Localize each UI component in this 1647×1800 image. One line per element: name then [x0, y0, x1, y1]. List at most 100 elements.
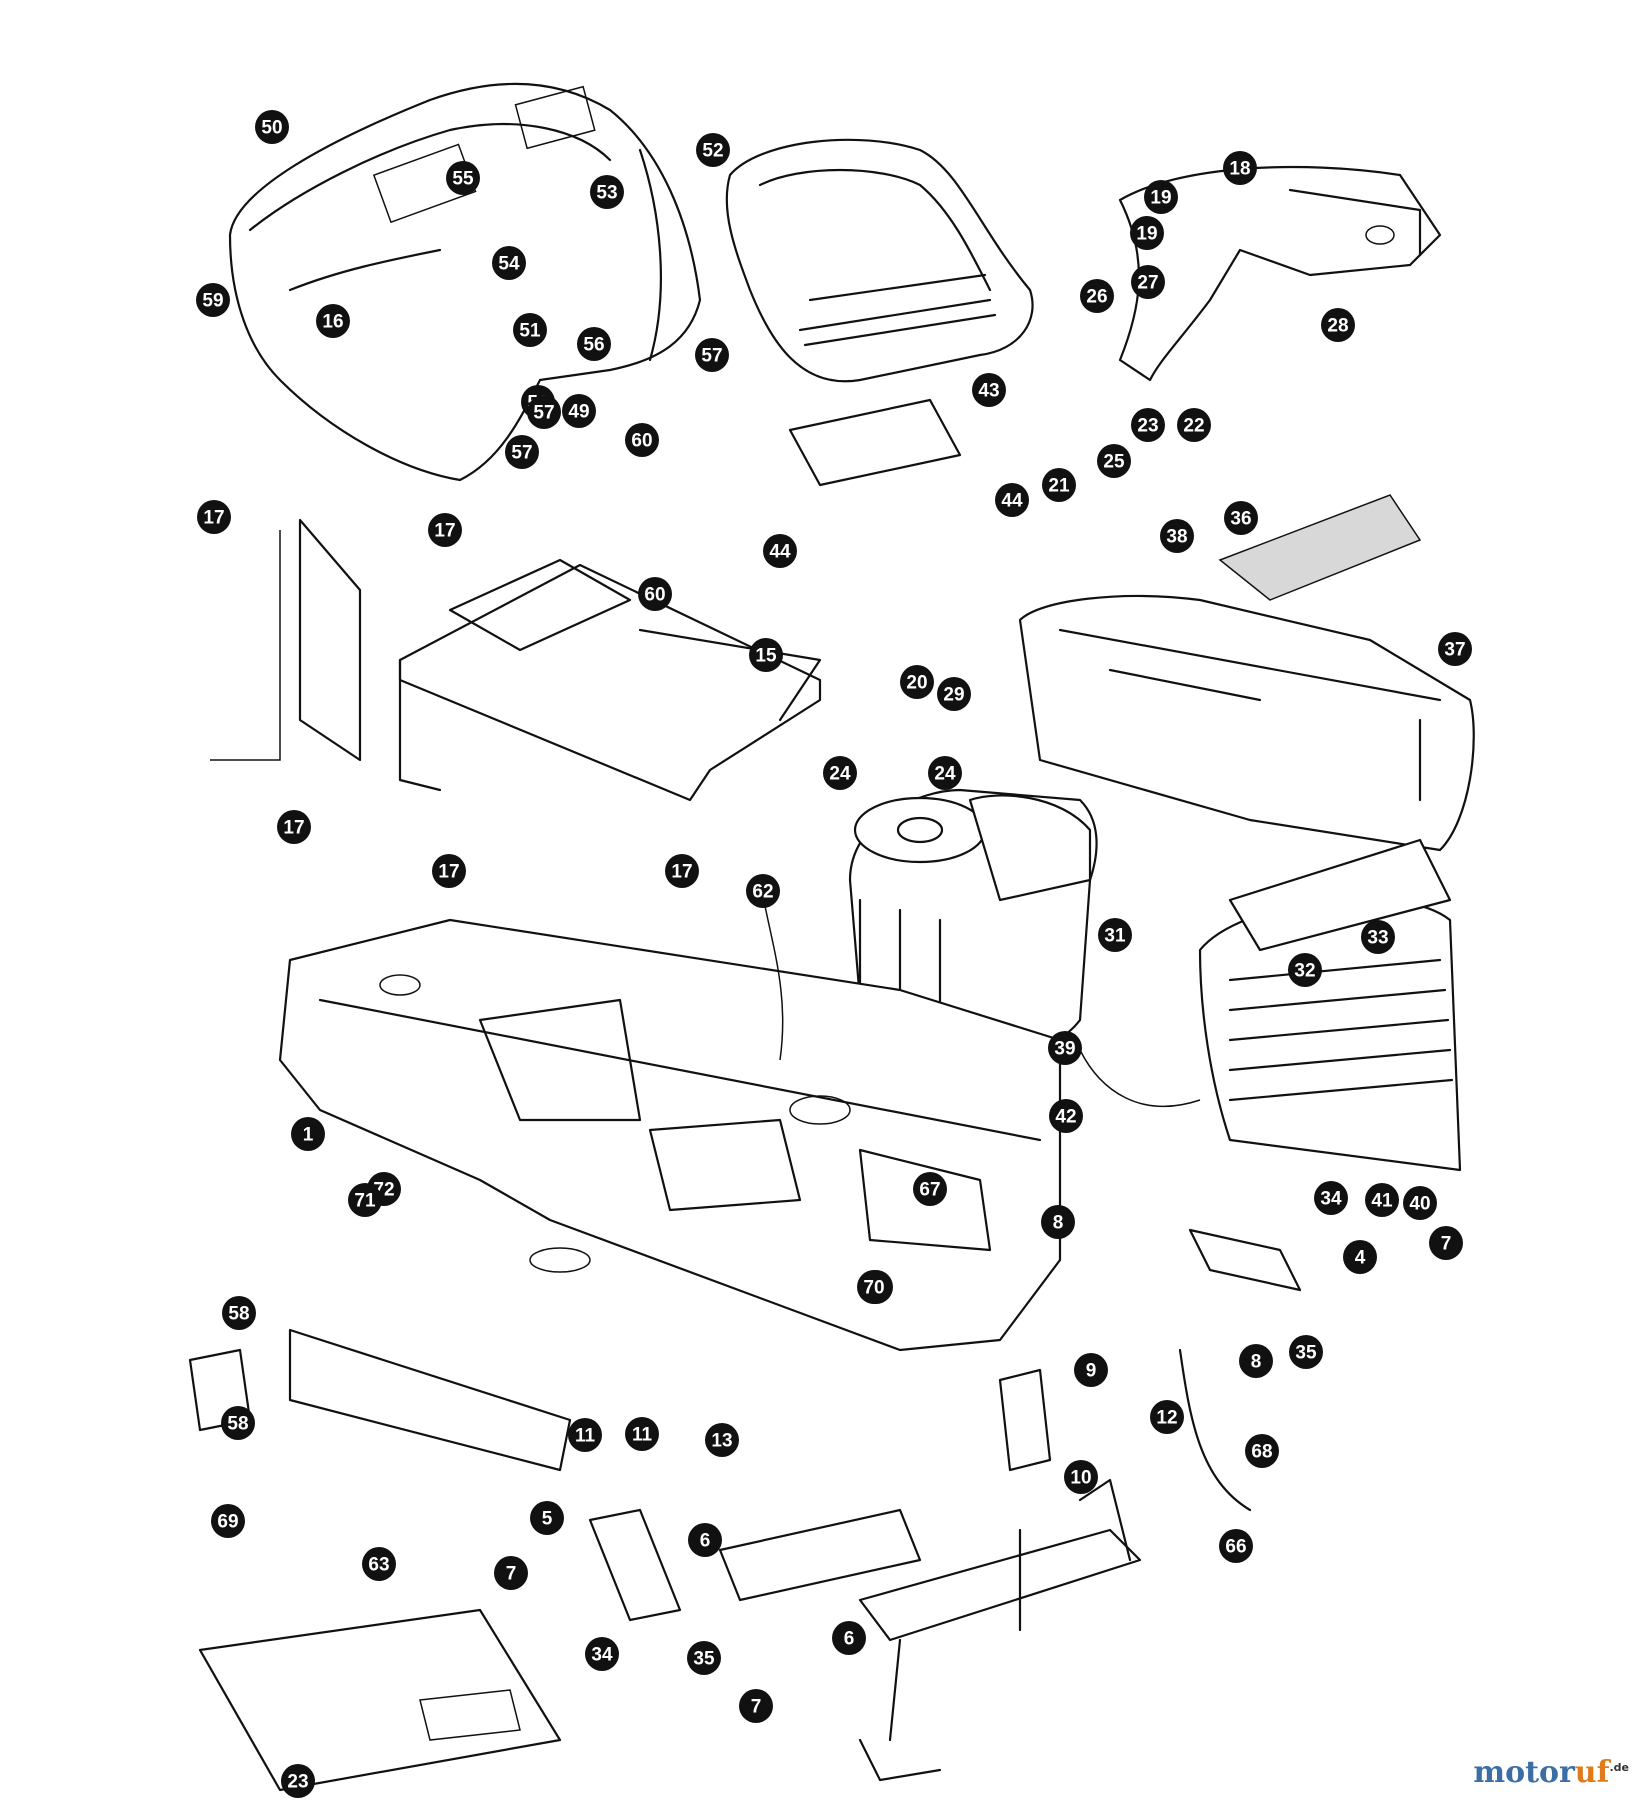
callout-69: 69: [211, 1504, 245, 1538]
callout-number: 57: [701, 346, 722, 367]
callout-circle: [1219, 1529, 1253, 1563]
callout-circle: [832, 1621, 866, 1655]
callout-number: 44: [1001, 491, 1023, 512]
callout-number: 7: [506, 1564, 517, 1585]
callout-circle: [937, 677, 971, 711]
callout-39: 39: [1048, 1031, 1082, 1065]
callout-number: 28: [1327, 316, 1348, 337]
callout-1: 1: [291, 1117, 325, 1151]
callout-circle: [995, 483, 1029, 517]
callout-circle: [739, 1689, 773, 1723]
callout-circle: [1403, 1186, 1437, 1220]
callout-number: 6: [700, 1531, 711, 1552]
callout-7: 7: [739, 1689, 773, 1723]
callout-circle: [1438, 632, 1472, 666]
hood: [1018, 594, 1475, 852]
callout-57: 57: [505, 435, 539, 469]
callout-34: 34: [585, 1637, 619, 1671]
frame-upper: [210, 518, 822, 802]
callout-number: 42: [1055, 1107, 1076, 1128]
callout-57: 57: [527, 395, 561, 429]
brand-orange: uf: [1574, 1755, 1610, 1790]
callout-circle: [688, 1523, 722, 1557]
callout-number: 59: [202, 291, 223, 312]
callout-number: 37: [1444, 640, 1465, 661]
callout-42: 42: [1049, 1099, 1083, 1133]
callout-number: 33: [1367, 928, 1388, 949]
brand-blue: motor: [1473, 1755, 1575, 1790]
callout-circle: [211, 1504, 245, 1538]
callout-circle: [1144, 180, 1178, 214]
callout-number: 56: [583, 335, 604, 356]
callout-29: 29: [937, 677, 971, 711]
callout-circle: [1429, 1226, 1463, 1260]
callout-circle: [972, 373, 1006, 407]
callout-number: 27: [1137, 273, 1158, 294]
seat: [725, 138, 1034, 487]
callout-11: 11: [625, 1417, 659, 1451]
callout-circle: [1048, 1031, 1082, 1065]
callout-15: 15: [749, 638, 783, 672]
callout-37: 37: [1438, 632, 1472, 666]
callout-56: 56: [577, 327, 611, 361]
callout-number: 41: [1371, 1191, 1393, 1212]
callout-circle: [823, 756, 857, 790]
brand-suffix: .de: [1609, 1761, 1629, 1774]
callout-4: 4: [1343, 1240, 1377, 1274]
callout-number: 43: [978, 381, 999, 402]
callout-63: 63: [362, 1547, 396, 1581]
callout-number: 20: [906, 673, 927, 694]
callout-number: 17: [671, 862, 692, 883]
callout-7: 7: [1429, 1226, 1463, 1260]
callout-circle: [1097, 444, 1131, 478]
callout-circle: [568, 1418, 602, 1452]
callout-number: 63: [368, 1555, 389, 1576]
callout-17: 17: [277, 810, 311, 844]
callout-35: 35: [687, 1641, 721, 1675]
callout-10: 10: [1064, 1460, 1098, 1494]
callout-number: 18: [1229, 159, 1250, 180]
callout-54: 54: [492, 246, 526, 280]
callout-number: 57: [533, 403, 554, 424]
callout-number: 11: [575, 1426, 596, 1447]
callout-number: 29: [943, 685, 964, 706]
grille: [1198, 838, 1462, 1172]
callout-number: 60: [644, 585, 665, 606]
callout-number: 5: [542, 1509, 553, 1530]
callout-circle: [1177, 408, 1211, 442]
callout-6: 6: [688, 1523, 722, 1557]
deck-skid: [188, 1328, 572, 1472]
callout-number: 49: [568, 402, 589, 423]
callout-44: 44: [763, 534, 797, 568]
callout-number: 34: [591, 1645, 613, 1666]
callout-number: 35: [1295, 1343, 1317, 1364]
callout-circle: [695, 338, 729, 372]
callout-circle: [446, 161, 480, 195]
callout-28: 28: [1321, 308, 1355, 342]
callout-66: 66: [1219, 1529, 1253, 1563]
callout-21: 21: [1042, 468, 1076, 502]
callout-31: 31: [1098, 918, 1132, 952]
callout-circle: [281, 1764, 315, 1798]
callout-41: 41: [1365, 1183, 1399, 1217]
callout-circle: [913, 1172, 947, 1206]
front-axle: [718, 1348, 1252, 1782]
callout-circle: [221, 1406, 255, 1440]
callout-circle: [1289, 1335, 1323, 1369]
callout-24: 24: [823, 756, 857, 790]
callout-circle: [1074, 1353, 1108, 1387]
foot-mat: [198, 1608, 562, 1792]
callout-58: 58: [221, 1406, 255, 1440]
callout-circle: [625, 423, 659, 457]
callout-number: 53: [596, 183, 617, 204]
callout-circle: [492, 246, 526, 280]
callout-circle: [494, 1556, 528, 1590]
callout-circle: [428, 513, 462, 547]
callout-circle: [625, 1417, 659, 1451]
callout-27: 27: [1131, 265, 1165, 299]
callout-circle: [900, 665, 934, 699]
callout-25: 25: [1097, 444, 1131, 478]
pivot-bracket: [588, 1228, 1302, 1622]
callout-circle: [590, 175, 624, 209]
callout-circle: [432, 854, 466, 888]
